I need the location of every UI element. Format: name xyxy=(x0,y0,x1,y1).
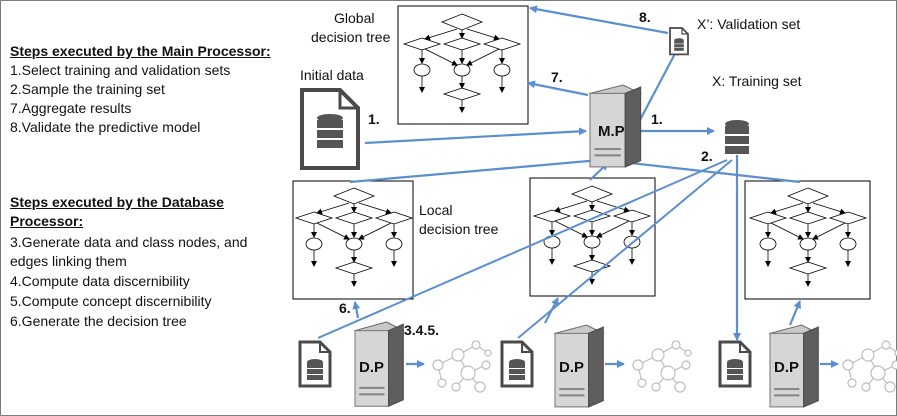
db-step-5: 5.Compute concept discernibility xyxy=(10,293,212,309)
db-step-6: 6.Generate the decision tree xyxy=(10,313,187,329)
main-step-8: 8.Validate the predictive model xyxy=(10,119,201,135)
step-345-label: 3.4.5. xyxy=(404,322,440,338)
local-tree-label-2: decision tree xyxy=(419,221,499,237)
step-1-label-a: 1. xyxy=(368,111,380,127)
arrow-validation-to-global xyxy=(529,5,669,35)
dp3-doc-icon xyxy=(718,340,752,388)
arrow-mp-to-global xyxy=(527,80,589,97)
main-step-1: 1.Select training and validation sets xyxy=(10,62,231,78)
local-tree-label-1: Local xyxy=(419,202,453,218)
dp2-server-label: D.P xyxy=(559,359,585,376)
dp1-doc-icon xyxy=(298,340,332,388)
step-2-label: 2. xyxy=(701,148,713,164)
db-step-3-cont: edges linking them xyxy=(10,253,127,269)
step-7-label: 7. xyxy=(551,69,563,85)
line-training-to-dp1 xyxy=(317,159,728,339)
graph-icon-3 xyxy=(842,340,897,393)
arrow-dp1-to-tree1 xyxy=(352,301,361,319)
training-set-label: X: Training set xyxy=(712,73,802,89)
initial-data-doc-icon xyxy=(300,88,360,170)
main-server-label: M.P xyxy=(598,123,625,140)
dp2-doc-icon xyxy=(500,340,534,388)
validation-set-label: X’: Validation set xyxy=(697,16,801,32)
arrow-dp3-to-tree3 xyxy=(788,300,802,326)
step-8-label: 8. xyxy=(639,9,651,25)
graph-icon-2 xyxy=(632,340,692,393)
graph-icon-1 xyxy=(432,340,492,393)
arrow-data-to-mp xyxy=(364,127,587,145)
initial-data-label: Initial data xyxy=(300,67,364,83)
main-processor-heading: Steps executed by the Main Processor: xyxy=(10,43,271,59)
global-tree-label-1: Global xyxy=(334,10,375,26)
arrow-tree1-to-mp xyxy=(349,156,601,184)
db-processor-heading-line2: Processor: xyxy=(10,213,84,229)
step-6-label: 6. xyxy=(339,300,351,316)
line-training-to-dp2 xyxy=(517,159,733,339)
validation-doc-icon xyxy=(669,27,689,56)
arrow-mp-to-validation xyxy=(639,47,679,121)
db-step-3: 3.Generate data and class nodes, and xyxy=(10,234,248,250)
training-db-icon xyxy=(725,120,749,154)
global-tree-label-2: decision tree xyxy=(311,29,391,45)
dp1-server-label: D.P xyxy=(359,359,385,376)
step-1-label-b: 1. xyxy=(651,111,663,127)
main-step-7: 7.Aggregate results xyxy=(10,100,132,116)
db-step-4: 4.Compute data discernibility xyxy=(10,273,190,289)
dp3-server-label: D.P xyxy=(774,359,800,376)
db-processor-heading-line1: Steps executed by the Database xyxy=(10,194,224,210)
main-step-2: 2.Sample the training set xyxy=(10,81,165,97)
arrow-tree3-to-mp xyxy=(621,158,801,184)
